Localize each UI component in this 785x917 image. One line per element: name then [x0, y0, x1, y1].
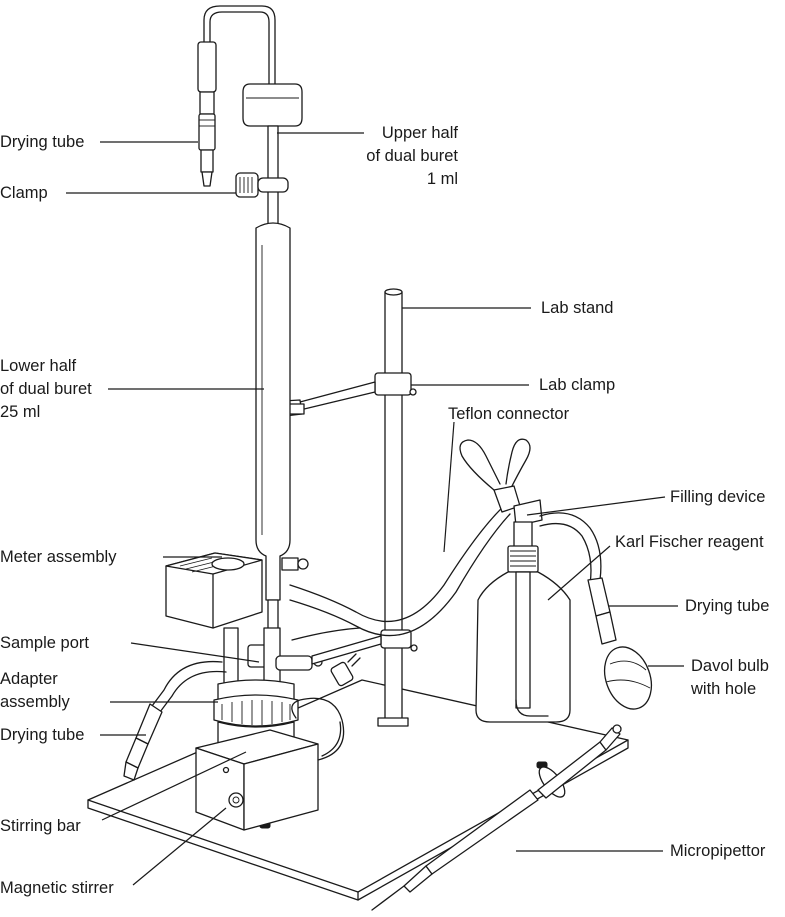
teflon-tubing [289, 503, 511, 641]
filling-device [459, 438, 543, 549]
label-drying-tube-left: Drying tube [0, 726, 84, 744]
leader-lines [66, 132, 684, 886]
leader-teflon-connector [443, 421, 455, 553]
top-drying-tube [197, 41, 217, 187]
label-davol-bulb-line1: Davol bulb [691, 657, 769, 675]
label-davol-bulb-line2: with hole [690, 680, 756, 698]
buret-clamp [235, 172, 289, 198]
reagent-bottle [475, 545, 571, 723]
label-clamp: Clamp [0, 184, 48, 202]
label-upper-half-line3: 1 ml [427, 170, 458, 188]
label-magnetic-stirrer: Magnetic stirrer [0, 879, 114, 897]
label-lower-half-line3: 25 ml [0, 403, 40, 421]
label-sample-port: Sample port [0, 634, 89, 652]
label-micropipettor: Micropipettor [670, 842, 766, 860]
davol-bulb [603, 646, 653, 710]
label-lab-clamp: Lab clamp [539, 376, 615, 394]
label-lab-stand: Lab stand [541, 299, 613, 317]
magnetic-stirrer [195, 729, 319, 831]
label-drying-tube-right: Drying tube [685, 597, 769, 615]
meter-assembly [165, 552, 263, 629]
label-teflon-connector: Teflon connector [448, 405, 570, 423]
dual-buret [203, 5, 309, 641]
left-drying-tube [123, 660, 227, 781]
label-meter-assembly: Meter assembly [0, 548, 117, 566]
power-cord [291, 653, 361, 761]
label-lower-half-line1: Lower half [0, 357, 77, 375]
right-drying-tube [539, 512, 617, 645]
leader-filling-device [526, 496, 666, 516]
label-upper-half-line1: Upper half [382, 124, 459, 142]
labels: Drying tube Clamp Upper half of dual bur… [0, 124, 769, 897]
lab-stand [377, 288, 409, 727]
leader-stirring-bar [101, 751, 247, 821]
label-adapter-assembly-line2: assembly [0, 693, 70, 711]
leader-magnetic-stirrer [132, 807, 227, 886]
leader-karl-fischer [547, 545, 611, 601]
label-adapter-assembly-line1: Adapter [0, 670, 58, 688]
label-karl-fischer-reagent: Karl Fischer reagent [615, 533, 764, 551]
label-upper-half-line2: of dual buret [366, 147, 458, 165]
label-filling-device: Filling device [670, 488, 765, 506]
label-drying-tube-top: Drying tube [0, 133, 84, 151]
label-lower-half-line2: of dual buret [0, 380, 92, 398]
leader-sample-port [130, 642, 260, 663]
micropipettor [371, 724, 622, 911]
label-stirring-bar: Stirring bar [0, 817, 81, 835]
